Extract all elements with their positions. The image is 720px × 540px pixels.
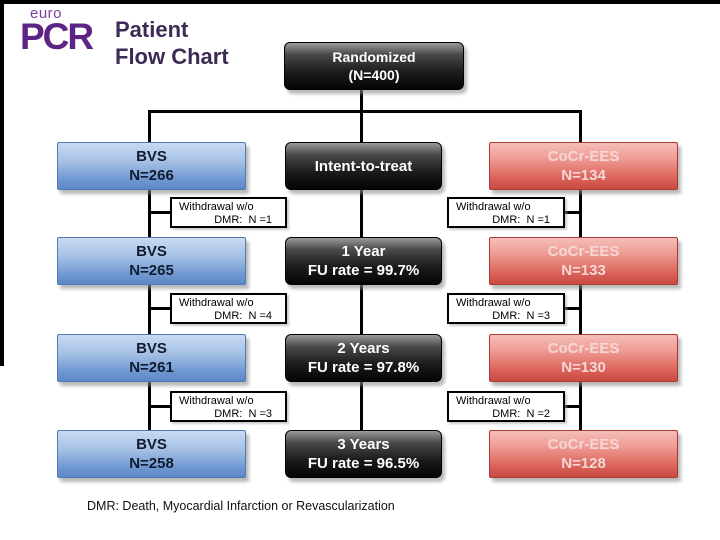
logo-euro-text: euro bbox=[30, 5, 63, 22]
connector-left-col-1 bbox=[148, 186, 151, 239]
bvs-label: BVS bbox=[136, 243, 167, 260]
randomized-n: (N=400) bbox=[348, 67, 400, 83]
withdrawal-n: DMR: N =1 bbox=[214, 214, 272, 226]
ees-label: CoCr-EES bbox=[547, 148, 620, 165]
withdrawal-n: DMR: N =2 bbox=[492, 408, 550, 420]
europcr-logo: euro PCR bbox=[20, 5, 112, 57]
connector-right-drop bbox=[579, 110, 582, 144]
bvs-label: BVS bbox=[136, 148, 167, 165]
withdrawal-n: DMR: N =3 bbox=[492, 310, 550, 322]
withdrawal-box-right-2: Withdrawal w/o DMR: N =3 bbox=[447, 293, 565, 324]
bvs-box-3: BVS N=261 bbox=[57, 334, 246, 382]
connector-right-col-2 bbox=[579, 281, 582, 336]
connector-center-col-2 bbox=[360, 281, 363, 336]
withdrawal-box-left-1: Withdrawal w/o DMR: N =1 bbox=[170, 197, 287, 228]
ees-label: CoCr-EES bbox=[547, 340, 620, 357]
milestone-box-1-year: 1 Year FU rate = 99.7% bbox=[285, 237, 442, 285]
ees-label: CoCr-EES bbox=[547, 243, 620, 260]
connector-root-stem bbox=[360, 88, 363, 144]
connector-left-drop bbox=[148, 110, 151, 144]
bvs-box-4: BVS N=258 bbox=[57, 430, 246, 478]
dmr-footnote: DMR: Death, Myocardial Infarction or Rev… bbox=[87, 499, 395, 513]
ees-n: N=128 bbox=[561, 455, 606, 472]
connector-center-col-1 bbox=[360, 186, 363, 239]
connector-left-col-3 bbox=[148, 378, 151, 432]
milestone-box-3-years: 3 Years FU rate = 96.5% bbox=[285, 430, 442, 478]
withdrawal-n: DMR: N =3 bbox=[214, 408, 272, 420]
ees-n: N=133 bbox=[561, 262, 606, 279]
withdrawal-box-right-1: Withdrawal w/o DMR: N =1 bbox=[447, 197, 565, 228]
withdrawal-box-left-3: Withdrawal w/o DMR: N =3 bbox=[170, 391, 287, 422]
withdrawal-label: Withdrawal w/o bbox=[179, 395, 254, 407]
withdrawal-label: Withdrawal w/o bbox=[456, 297, 531, 309]
ees-box-2: CoCr-EES N=133 bbox=[489, 237, 678, 285]
connector-branch-horizontal bbox=[148, 110, 582, 113]
withdrawal-n: DMR: N =4 bbox=[214, 310, 272, 322]
ees-label: CoCr-EES bbox=[547, 436, 620, 453]
ees-box-3: CoCr-EES N=130 bbox=[489, 334, 678, 382]
withdrawal-label: Withdrawal w/o bbox=[179, 201, 254, 213]
connector-right-col-1 bbox=[579, 186, 582, 239]
logo-pcr-text: PCR bbox=[20, 16, 94, 57]
randomized-box: Randomized (N=400) bbox=[284, 42, 464, 90]
milestone-fu-rate: FU rate = 97.8% bbox=[307, 359, 420, 376]
bvs-n: N=261 bbox=[129, 359, 174, 376]
slide-left-border bbox=[0, 0, 4, 366]
stub-withdrawal-left-1 bbox=[150, 211, 170, 214]
ees-box-1: CoCr-EES N=134 bbox=[489, 142, 678, 190]
stub-withdrawal-right-2 bbox=[564, 307, 580, 310]
page-title-line2: Flow Chart bbox=[115, 44, 229, 69]
ees-box-4: CoCr-EES N=128 bbox=[489, 430, 678, 478]
withdrawal-label: Withdrawal w/o bbox=[456, 395, 531, 407]
connector-center-col-3 bbox=[360, 378, 363, 432]
bvs-label: BVS bbox=[136, 436, 167, 453]
withdrawal-label: Withdrawal w/o bbox=[456, 201, 531, 213]
bvs-n: N=266 bbox=[129, 167, 174, 184]
ees-n: N=130 bbox=[561, 359, 606, 376]
connector-left-col-2 bbox=[148, 281, 151, 336]
page-title-line1: Patient bbox=[115, 17, 189, 42]
bvs-box-1: BVS N=266 bbox=[57, 142, 246, 190]
stub-withdrawal-right-1 bbox=[564, 211, 580, 214]
withdrawal-n: DMR: N =1 bbox=[492, 214, 550, 226]
milestone-fu-rate: FU rate = 96.5% bbox=[307, 455, 420, 472]
milestone-box-2-years: 2 Years FU rate = 97.8% bbox=[285, 334, 442, 382]
milestone-box-intent-to-treat: Intent-to-treat bbox=[285, 142, 442, 190]
milestone-fu-rate: FU rate = 99.7% bbox=[307, 262, 420, 279]
milestone-label: 2 Years bbox=[337, 340, 390, 357]
slide-top-border bbox=[0, 0, 720, 4]
withdrawal-box-left-2: Withdrawal w/o DMR: N =4 bbox=[170, 293, 287, 324]
bvs-n: N=265 bbox=[129, 262, 174, 279]
stub-withdrawal-right-3 bbox=[564, 405, 580, 408]
milestone-label: 3 Years bbox=[337, 436, 390, 453]
withdrawal-label: Withdrawal w/o bbox=[179, 297, 254, 309]
bvs-n: N=258 bbox=[129, 455, 174, 472]
milestone-label: Intent-to-treat bbox=[314, 157, 413, 175]
connector-right-col-3 bbox=[579, 378, 582, 432]
milestone-label: 1 Year bbox=[341, 243, 386, 260]
withdrawal-box-right-3: Withdrawal w/o DMR: N =2 bbox=[447, 391, 565, 422]
randomized-label: Randomized bbox=[332, 49, 416, 65]
bvs-box-2: BVS N=265 bbox=[57, 237, 246, 285]
stub-withdrawal-left-2 bbox=[150, 307, 170, 310]
bvs-label: BVS bbox=[136, 340, 167, 357]
stub-withdrawal-left-3 bbox=[150, 405, 170, 408]
ees-n: N=134 bbox=[561, 167, 606, 184]
